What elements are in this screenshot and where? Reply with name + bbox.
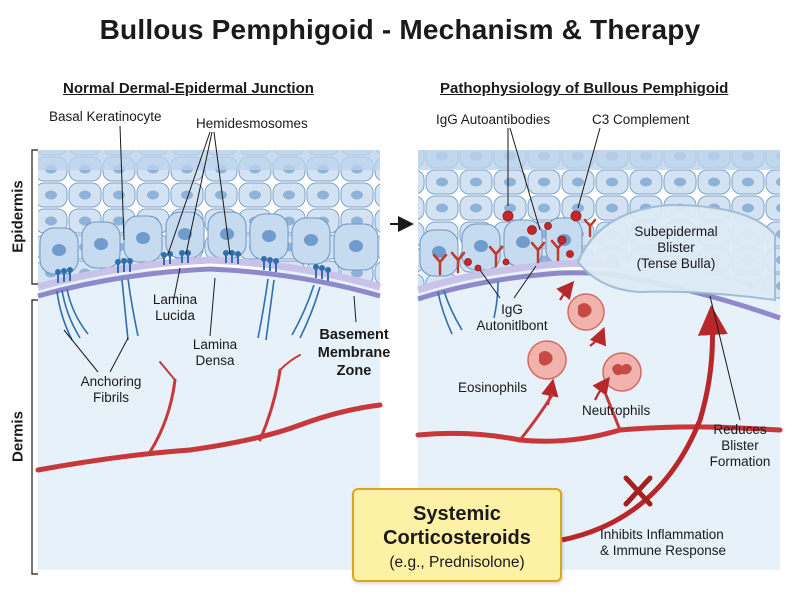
page-title: Bullous Pemphigoid - Mechanism & Therapy — [99, 14, 701, 45]
therapy-line-3: (e.g., Prednisolone) — [389, 554, 525, 571]
label-inhibits-inflammation: Inhibits Inflammation & Immune Response — [600, 527, 727, 558]
anchoring-fibrils — [56, 278, 321, 341]
label-subepidermal-blister: Subepidermal Blister (Tense Bulla) — [634, 224, 718, 271]
left-panel-subtitle: Normal Dermal-Epidermal Junction — [63, 80, 314, 97]
hemidesmosomes — [55, 250, 331, 283]
eosinophil-icon — [527, 293, 605, 380]
therapy-line-1: Systemic — [413, 503, 501, 525]
therapy-box: Systemic Corticosteroids (e.g., Predniso… — [352, 488, 562, 582]
label-epidermis: Epidermis — [9, 180, 27, 253]
therapy-effect-arrow — [561, 305, 728, 543]
left-panel-diagram — [35, 125, 383, 570]
label-anchoring-fibrils: Anchoring Fibrils — [80, 374, 142, 405]
left-pointer-lines — [63, 125, 357, 373]
right-pointer-lines — [479, 127, 741, 421]
label-hemidesmosomes: Hemidesmosomes — [196, 116, 308, 131]
label-neutrophils: Neutrophils — [582, 403, 651, 418]
basal-keratinocytes — [39, 211, 379, 275]
therapy-line-2: Corticosteroids — [383, 527, 531, 549]
dermal-vessels — [35, 354, 383, 473]
dermis-region — [38, 270, 380, 570]
label-basal-keratinocyte: Basal Keratinocyte — [49, 109, 162, 124]
label-reduces-blister-formation: Reduces Blister Formation — [709, 422, 771, 469]
layer-brackets — [31, 149, 38, 575]
label-eosinophils: Eosinophils — [458, 380, 528, 395]
dermal-vessels-right — [415, 393, 783, 444]
label-c3-complement: C3 Complement — [592, 112, 690, 127]
label-basement-membrane-zone: Basement Membrane Zone — [317, 327, 391, 379]
antibody-icon — [432, 218, 597, 276]
complement-icon — [464, 210, 582, 272]
right-panel-subtitle: Pathophysiology of Bullous Pemphigoid — [440, 80, 729, 97]
label-lamina-lucida: Lamina Lucida — [152, 292, 198, 323]
label-lamina-densa: Lamina Densa — [192, 337, 238, 368]
subepidermal-blister — [576, 203, 776, 302]
neutrophil-icon — [602, 352, 642, 392]
inhibit-x-icon — [623, 475, 653, 507]
label-dermis: Dermis — [9, 411, 27, 462]
label-igg-autoantibody-small: IgG Autonitlbont — [476, 302, 548, 333]
lamina-densa-band — [37, 266, 381, 299]
label-igg-autoantibodies: IgG Autoantibodies — [436, 112, 551, 127]
lamina-lucida-band — [37, 256, 381, 291]
